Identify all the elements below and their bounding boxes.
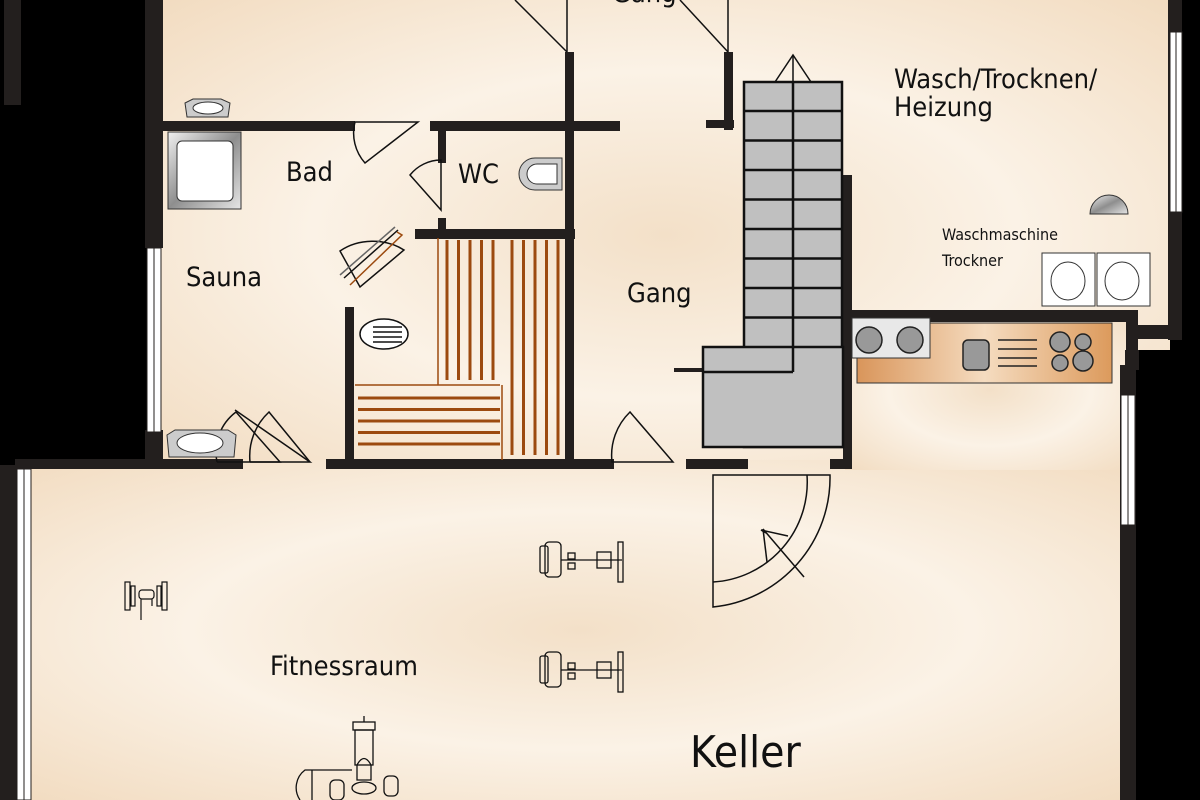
door-gang [610,410,675,463]
room-label-wc: WC [458,159,499,190]
weight-machine-icon [295,716,399,800]
sauna-benches [358,240,560,455]
exterior-right [1135,350,1200,800]
sink-icon [184,98,231,118]
door-keller-spiral [712,474,831,608]
exercise-bike-icon [539,541,624,583]
sauna-heater-icon [359,318,409,350]
plan-title-keller: Keller [690,727,801,778]
dryer-icon [1096,252,1151,307]
boiler-icon [1089,194,1129,215]
outer-wall-strip [4,0,21,105]
door-top-left [514,0,568,53]
sauna-glass-door [339,226,406,289]
staircase [701,53,845,449]
door-bad [352,121,421,165]
washing-machine-icon [1041,252,1096,307]
doors [215,0,831,608]
toilet-icon [518,157,563,191]
room-label-gang-top: Gang [612,0,677,9]
room-label-gang: Gang [627,278,692,309]
kitchen-counter [851,317,1113,384]
appliance-label-waschmaschine: Waschmaschine [942,225,1058,244]
sink-basin-icon [962,339,990,371]
room-label-bad: Bad [286,157,333,188]
room-label-fitnessraum: Fitnessraum [270,651,418,682]
stove-icon [1049,331,1094,372]
floor [20,0,1170,800]
room-label-sauna: Sauna [186,262,262,293]
room-label-wasch-line2: Heizung [894,92,993,123]
drainboard-icon [998,339,1037,367]
door-top-right [679,0,729,53]
sink-sauna-icon [166,429,237,458]
exercise-bike-icon [539,651,624,693]
windows [16,31,1183,800]
appliance-label-trockner: Trockner [941,251,1003,270]
room-label-wasch-line1: Wasch/Trocknen/ [894,64,1098,95]
door-wc [409,159,442,212]
dumbbell-icon [124,581,168,620]
shower-tray-icon [167,131,242,210]
